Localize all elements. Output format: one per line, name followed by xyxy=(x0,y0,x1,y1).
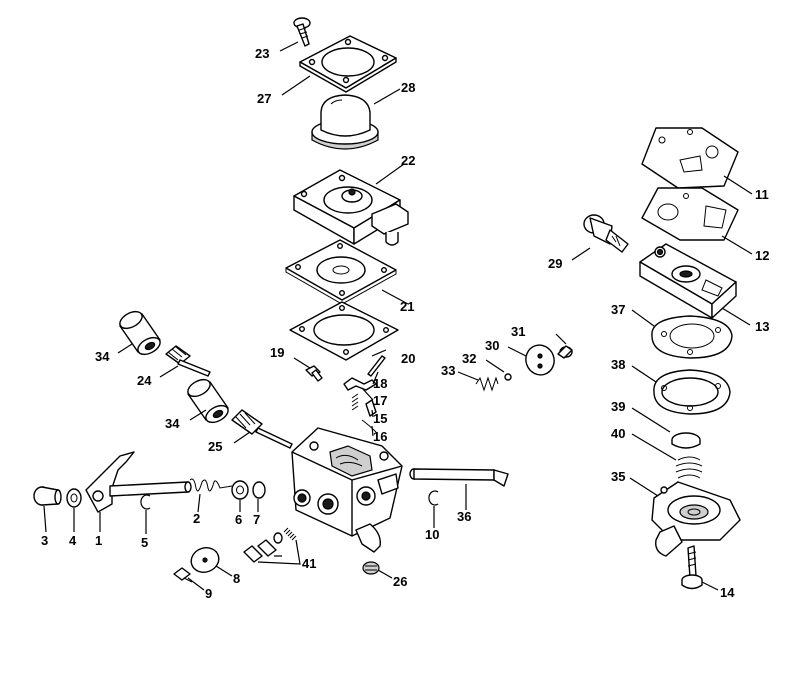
part-13-pump-housing xyxy=(639,243,737,319)
callout-30: 30 xyxy=(485,338,499,353)
part-7-ring xyxy=(252,481,266,499)
callout-26: 26 xyxy=(393,574,407,589)
callout-13: 13 xyxy=(755,319,769,334)
callout-16: 16 xyxy=(373,429,387,444)
callout-35: 35 xyxy=(611,469,625,484)
callout-12: 12 xyxy=(755,248,769,263)
callout-19: 19 xyxy=(270,345,284,360)
part-3-screw xyxy=(33,486,62,506)
callout-24: 24 xyxy=(137,373,152,388)
callout-10: 10 xyxy=(425,527,439,542)
part-14-screw xyxy=(681,545,703,590)
callout-2: 2 xyxy=(193,511,200,526)
part-22-primer-housing xyxy=(293,169,409,246)
part-30-plate xyxy=(525,344,555,376)
callout-29: 29 xyxy=(548,256,562,271)
part-33-spring xyxy=(475,376,499,392)
callout-4: 4 xyxy=(69,533,77,548)
leader-lines xyxy=(43,41,753,591)
part-34-limiter-cap-top xyxy=(119,310,161,356)
part-20-gasket xyxy=(289,301,399,361)
callout-20: 20 xyxy=(401,351,415,366)
part-39-disc xyxy=(671,432,701,449)
callout-22: 22 xyxy=(401,153,415,168)
callout-40: 40 xyxy=(611,426,625,441)
callout-34-bottom: 34 xyxy=(165,416,180,431)
callout-27: 27 xyxy=(257,91,271,106)
callout-39: 39 xyxy=(611,399,625,414)
part-29-fuel-fitting xyxy=(583,214,629,253)
callout-7: 7 xyxy=(253,512,260,527)
part-9-screw xyxy=(173,567,193,583)
callout-6: 6 xyxy=(235,512,242,527)
part-32-ball xyxy=(504,373,512,381)
callout-36: 36 xyxy=(457,509,471,524)
callout-9: 9 xyxy=(205,586,212,601)
callout-21: 21 xyxy=(400,299,414,314)
callout-18: 18 xyxy=(373,376,387,391)
part-5-clip xyxy=(140,494,151,510)
part-26-filter-screen xyxy=(362,561,380,575)
part-23-screw xyxy=(293,17,311,47)
callout-5: 5 xyxy=(141,535,148,550)
part-37-diaphragm xyxy=(651,315,733,359)
callout-23: 23 xyxy=(255,46,269,61)
part-31-screw xyxy=(557,345,573,359)
part-16-inlet-needle xyxy=(361,419,377,433)
part-2-spring xyxy=(189,478,233,492)
callout-17: 17 xyxy=(373,393,387,408)
callout-32: 32 xyxy=(462,351,476,366)
part-19-screw xyxy=(305,365,323,382)
part-24-adjusting-screw xyxy=(165,345,211,377)
callout-11: 11 xyxy=(755,187,769,202)
callout-25: 25 xyxy=(208,439,222,454)
callout-14: 14 xyxy=(720,585,735,600)
part-10-clip xyxy=(428,490,439,506)
carburetor-body xyxy=(291,427,403,553)
part-1-throttle-shaft-lever xyxy=(85,451,192,513)
callout-41: 41 xyxy=(302,556,316,571)
callout-34-top: 34 xyxy=(95,349,110,364)
part-35-end-cover xyxy=(651,481,741,557)
callout-15: 15 xyxy=(373,411,387,426)
part-8-throttle-plate xyxy=(190,547,220,573)
callout-38: 38 xyxy=(611,357,625,372)
callout-31: 31 xyxy=(511,324,525,339)
part-11-gasket xyxy=(641,127,739,189)
part-4-washer xyxy=(66,488,82,508)
part-12-gasket xyxy=(641,187,739,241)
callout-33: 33 xyxy=(441,363,455,378)
part-15-spring xyxy=(351,393,377,417)
part-38-gasket xyxy=(653,369,731,415)
part-27-cover-plate xyxy=(299,35,397,93)
callout-28: 28 xyxy=(401,80,415,95)
part-18-pin xyxy=(367,355,386,377)
callout-1: 1 xyxy=(95,533,102,548)
part-34-limiter-cap-bottom xyxy=(187,378,229,424)
part-6-washer xyxy=(231,480,249,500)
part-21-diaphragm xyxy=(285,239,397,305)
callout-8: 8 xyxy=(233,571,240,586)
part-36-choke-shaft xyxy=(409,468,509,487)
part-25-adjusting-screw xyxy=(231,409,293,449)
part-41-check-valves xyxy=(243,527,297,563)
callout-labels: 23 27 28 22 21 20 18 17 15 16 19 34 24 3… xyxy=(41,46,769,601)
part-28-primer-bulb xyxy=(311,94,379,150)
part-40-spring xyxy=(675,456,703,479)
callout-37: 37 xyxy=(611,302,625,317)
callout-3: 3 xyxy=(41,533,48,548)
part-17-inlet-lever xyxy=(343,377,377,391)
